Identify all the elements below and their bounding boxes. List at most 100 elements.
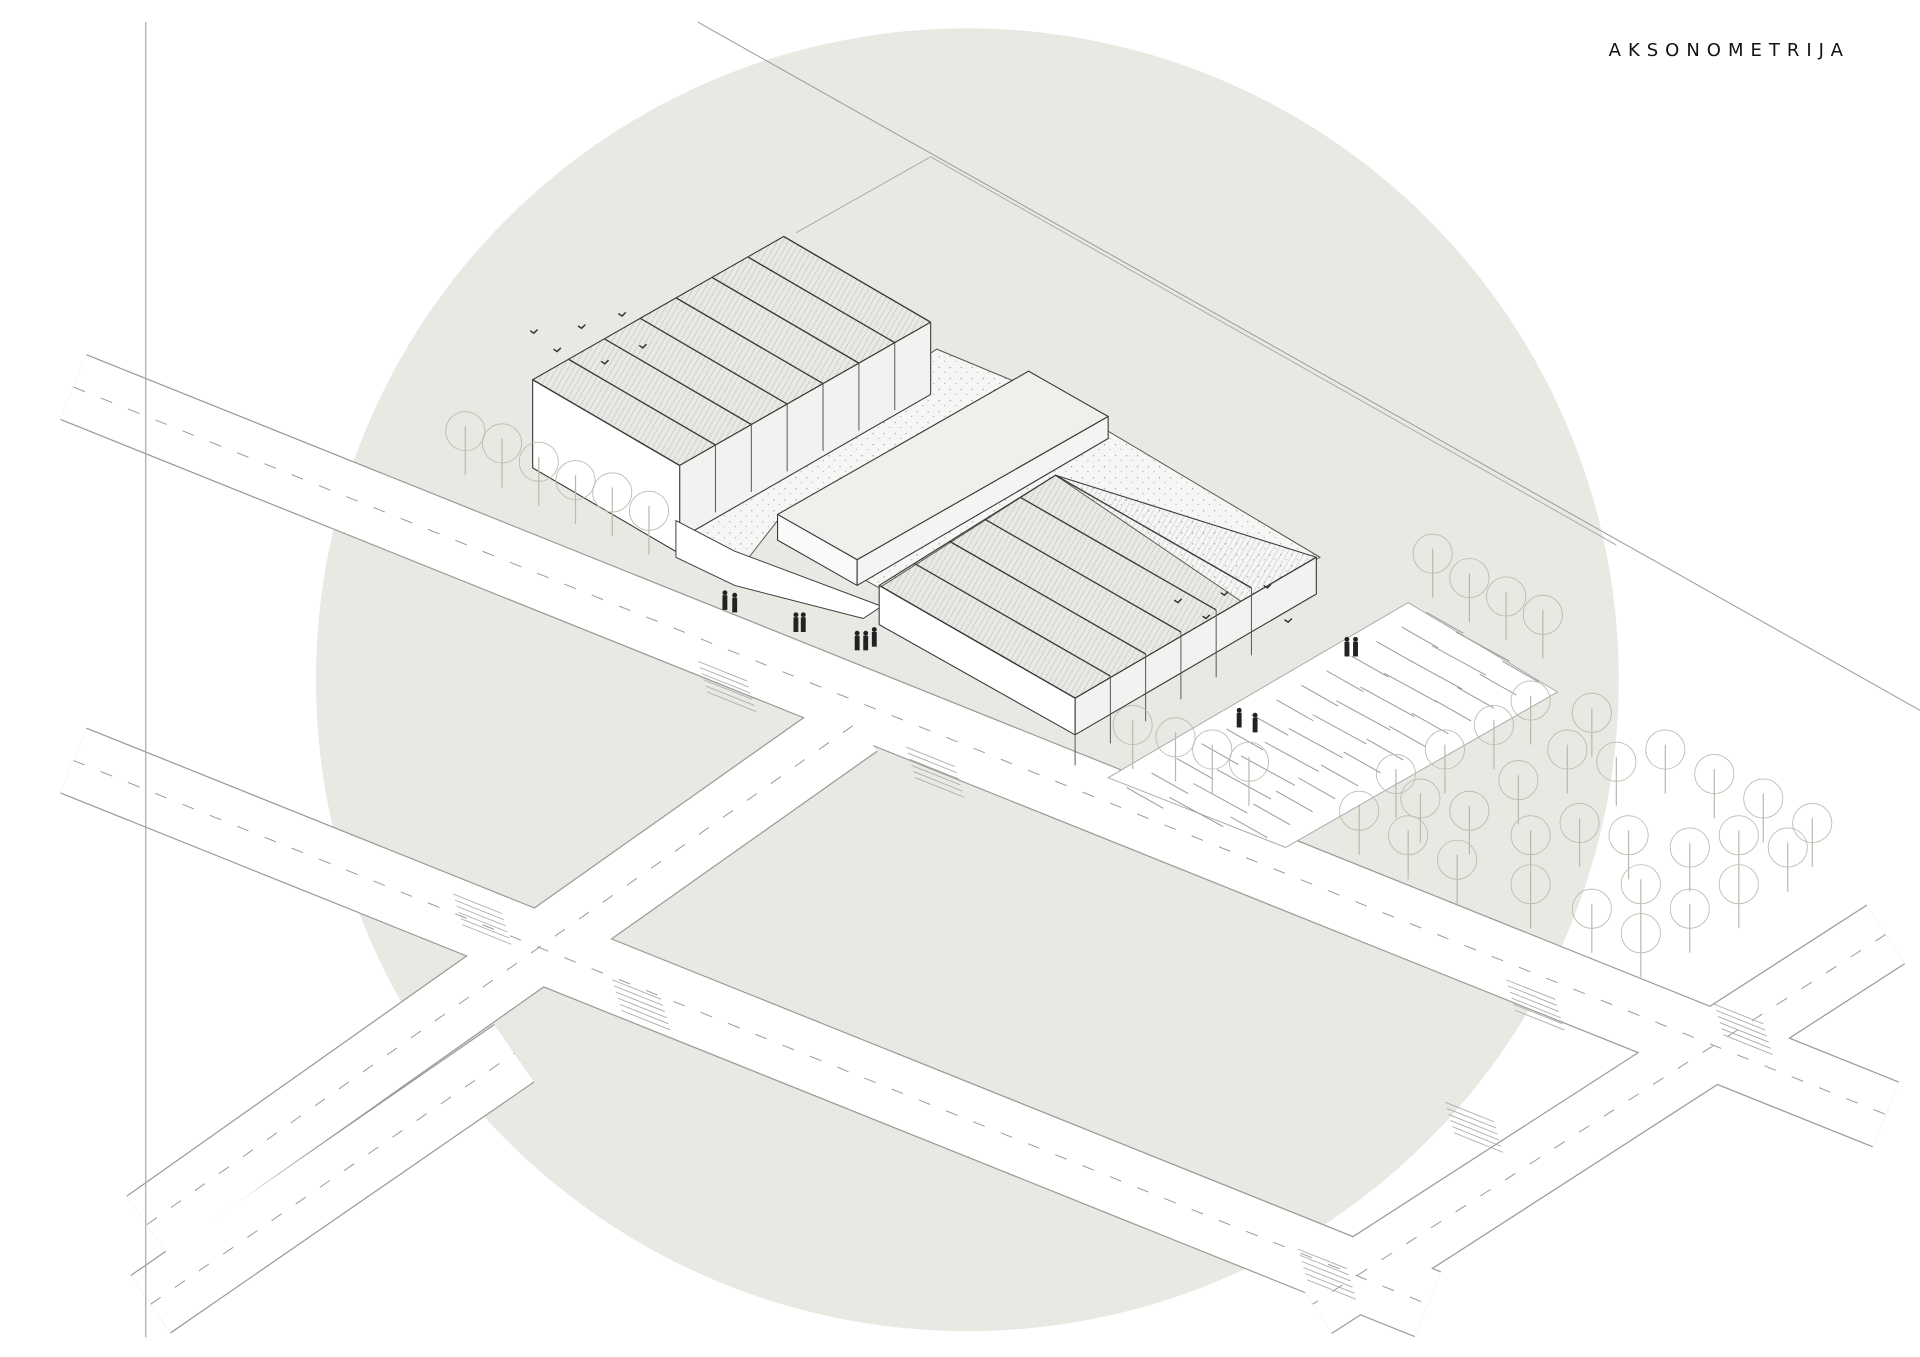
parking-stall-line: [1456, 686, 1495, 709]
person-body: [1353, 641, 1358, 657]
crosswalk-stripe: [1303, 1267, 1353, 1288]
crosswalk-stripe: [911, 765, 961, 786]
parking-stall-line: [1343, 751, 1381, 774]
crosswalk-stripe: [1446, 1107, 1496, 1129]
person-head: [863, 630, 869, 636]
plot-boundary-line-2: [795, 156, 1617, 546]
roof-ridge: [783, 235, 931, 323]
crosswalk-stripe: [1305, 1273, 1355, 1294]
crosswalk-stripe: [1306, 1279, 1357, 1300]
crosswalk-stripe: [458, 911, 508, 933]
person-head: [800, 612, 806, 618]
roof-ridge: [675, 297, 824, 385]
entrance-canopy: [675, 519, 883, 620]
bird: [1284, 617, 1293, 624]
crosswalk-stripe: [1515, 1009, 1565, 1031]
crosswalk-stripe: [1299, 1254, 1349, 1276]
birds: [529, 311, 1293, 624]
crosswalk-stripe: [905, 746, 956, 768]
parking-stall-line: [1434, 699, 1472, 722]
person-body: [1236, 712, 1242, 728]
parking-stall-line: [1176, 757, 1214, 780]
parking-stall-line: [1320, 764, 1359, 787]
road-network: [60, 354, 1905, 1338]
bird: [1173, 598, 1183, 604]
crosswalk-stripe: [703, 679, 753, 700]
crosswalk-stripe: [1509, 991, 1559, 1012]
person-head: [732, 592, 738, 598]
people: [722, 590, 1358, 733]
bird: [1263, 583, 1272, 589]
crosswalk-stripe: [915, 777, 965, 798]
parking-stall-line: [1376, 641, 1414, 663]
bird: [577, 324, 586, 330]
person-body: [732, 597, 738, 613]
crosswalk-stripe: [1511, 997, 1561, 1019]
crosswalk-stripe: [1717, 1016, 1768, 1037]
roof-ridge: [532, 379, 680, 467]
parking-stall-line: [1502, 660, 1540, 683]
bird: [600, 359, 610, 365]
parking-stall-line: [1360, 686, 1415, 717]
parking-stall-line: [1201, 743, 1239, 765]
roof-ridges-left: [532, 235, 932, 533]
road-center-dashed-line: [1312, 934, 1886, 1305]
plot-boundary-line: [697, 21, 1920, 711]
crosswalk-stripe: [617, 997, 667, 1019]
person-head: [1236, 707, 1242, 713]
parking-stall-line: [1336, 700, 1391, 731]
roof-ridge: [984, 518, 1182, 633]
crosswalk-stripe: [1505, 979, 1556, 1000]
parking-stall-line: [1407, 659, 1463, 690]
crosswalk-stripe: [1719, 1022, 1769, 1043]
parking-stall-line: [1388, 725, 1427, 748]
bird: [638, 343, 648, 349]
drawing-title: AKSONOMETRIJA: [1608, 40, 1850, 61]
crosswalk-stripe: [1721, 1028, 1771, 1049]
central-bar-side-wall: [856, 415, 1109, 586]
crosswalk-stripe: [460, 918, 510, 939]
road-surface: [127, 694, 877, 1253]
crosswalk-stripe: [1448, 1114, 1498, 1135]
crosswalk-stripe: [909, 758, 959, 780]
person-body: [722, 595, 728, 610]
roof-ridge: [639, 317, 788, 405]
parking-stall-line: [1301, 684, 1339, 707]
parking-stall-line: [1326, 670, 1364, 692]
person-body: [1344, 641, 1350, 657]
parking-lot: [1107, 602, 1559, 849]
crosswalk-stripe: [1297, 1248, 1348, 1270]
roof-ridge: [914, 562, 1111, 677]
person-head: [854, 630, 860, 636]
crosswalk-stripe: [705, 685, 755, 706]
building-central-bar: [777, 370, 1109, 586]
person-body: [863, 635, 869, 651]
person-body: [871, 631, 877, 647]
roof-ridge: [878, 584, 1076, 699]
bird: [553, 347, 562, 353]
road-center-dashed-line: [73, 386, 1886, 1115]
bird: [617, 311, 627, 317]
parking-stall-line: [1401, 626, 1439, 649]
person-body: [1252, 717, 1258, 733]
crosswalk-stripe: [613, 985, 664, 1006]
crosswalk-stripe: [701, 673, 751, 694]
roof-ridge: [1019, 496, 1217, 611]
crosswalk-stripe: [452, 893, 503, 914]
parking-stall-line: [1288, 727, 1343, 759]
person-head: [1344, 636, 1350, 642]
parking-stall-line: [1351, 655, 1389, 678]
person-head: [793, 612, 799, 618]
crosswalk-stripe: [1715, 1009, 1766, 1031]
crosswalk-stripe: [615, 991, 666, 1012]
trees: [445, 411, 1833, 978]
parking-stall-line: [1276, 699, 1314, 722]
person-head: [871, 627, 877, 632]
roof-ridge: [604, 338, 752, 426]
parking-stall-line: [1384, 672, 1439, 704]
crosswalk-stripe: [1452, 1126, 1502, 1147]
crosswalk-stripe: [462, 924, 512, 945]
crosswalk-stripe: [913, 771, 963, 792]
crosswalk-stripe: [1444, 1101, 1495, 1123]
